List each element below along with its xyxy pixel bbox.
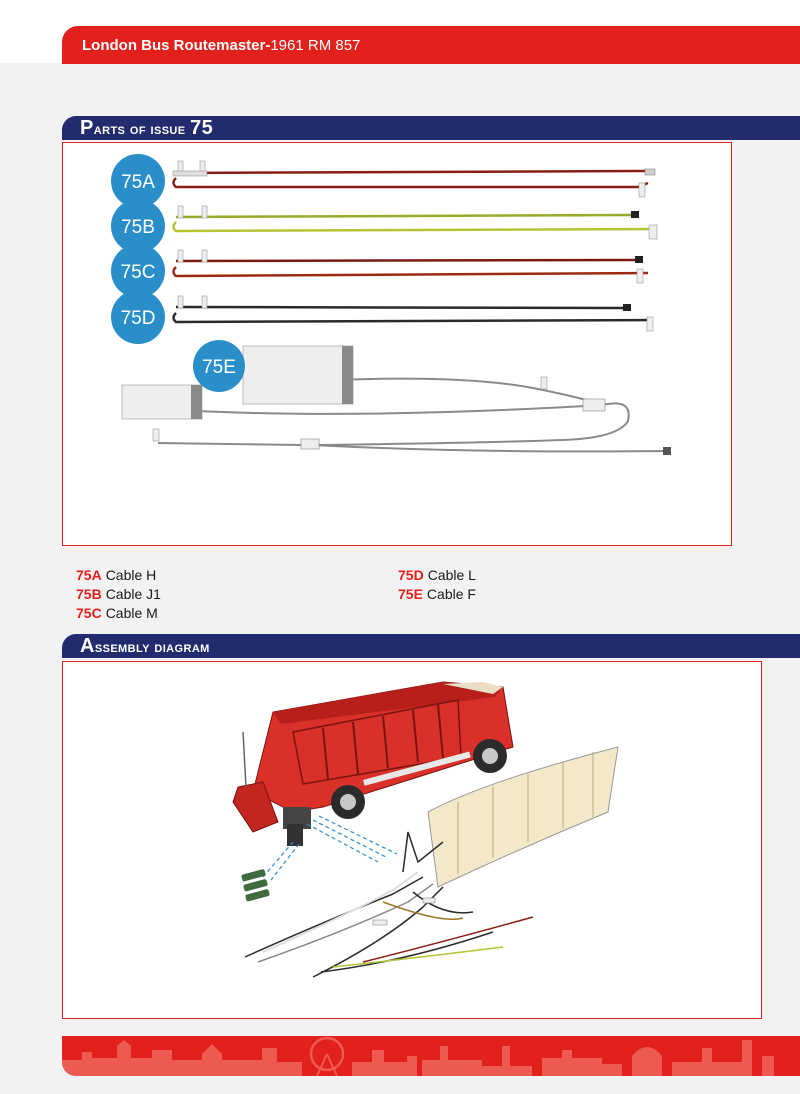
legend-code: 75C (76, 605, 102, 621)
legend-name: Cable H (105, 567, 157, 583)
parts-heading-text: arts of issue (93, 121, 191, 138)
badge-75b-label: 75B (121, 217, 155, 238)
badge-75e: 75E (193, 340, 245, 392)
cable-75d-illustration (172, 295, 654, 332)
connection-guides (262, 815, 398, 881)
assembly-panel (62, 661, 762, 1019)
london-skyline-decoration (62, 1036, 774, 1076)
legend-code: 75B (76, 586, 102, 602)
battery-parts-illustration (241, 869, 270, 902)
assembly-heading-initial: A (80, 635, 95, 657)
assembly-cables-illustration (244, 831, 534, 978)
header-title-bold: London Bus Routemaster- (82, 37, 271, 54)
parts-panel: 75A 75B 75C 75D 75E (62, 142, 732, 546)
header-title-rest: 1961 RM 857 (270, 37, 361, 54)
header-banner: London Bus Routemaster-1961 RM 857 (62, 26, 800, 64)
badge-75b: 75B (111, 199, 165, 253)
legend-name: Cable J1 (105, 586, 161, 602)
header-title: London Bus Routemaster-1961 RM 857 (82, 37, 360, 54)
legend-code: 75E (398, 586, 423, 602)
badge-75a: 75A (111, 154, 165, 208)
footer-skyline-band (62, 1036, 800, 1076)
assembly-section-heading: Assembly diagram (62, 634, 800, 658)
roof-panel-illustration (427, 746, 619, 888)
cable-75c-illustration (172, 249, 649, 284)
assembly-illustration (232, 681, 619, 978)
assembly-heading-text: ssembly diagram (94, 639, 210, 656)
legend-code: 75A (76, 567, 102, 583)
legend-name: Cable F (426, 586, 476, 602)
cable-75b-illustration (172, 205, 658, 240)
cable-75a-illustration (172, 160, 656, 198)
badge-75d: 75D (111, 290, 165, 344)
legend-name: Cable L (427, 567, 476, 583)
badge-75a-label: 75A (121, 172, 155, 193)
parts-heading-initial: P (80, 117, 94, 139)
badge-75e-label: 75E (202, 357, 236, 378)
legend-code: 75D (398, 567, 424, 583)
bus-model-illustration (232, 681, 514, 846)
parts-heading-number: 75 (190, 117, 214, 139)
parts-illustration: 75A 75B 75C 75D 75E (111, 154, 671, 455)
parts-section-heading: Parts of issue 75 (62, 116, 800, 140)
badge-75c-label: 75C (121, 262, 156, 283)
badge-75d-label: 75D (121, 308, 156, 329)
badge-75c: 75C (111, 244, 165, 298)
legend-name: Cable M (105, 605, 158, 621)
